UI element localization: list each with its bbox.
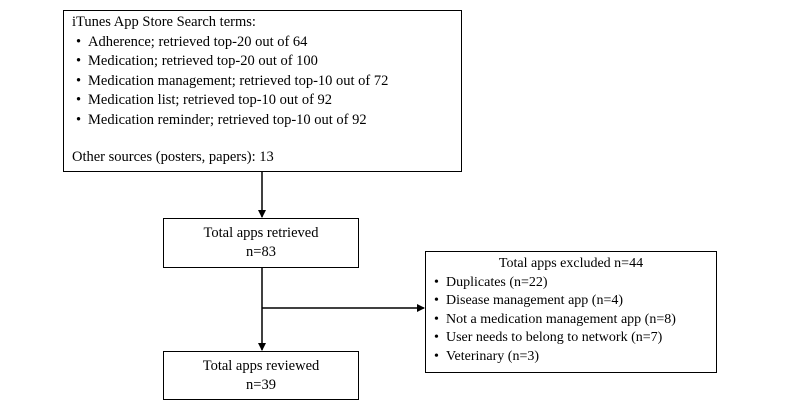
list-item: Not a medication management app (n=8) [434, 311, 716, 330]
list-item: Duplicates (n=22) [434, 274, 716, 293]
list-item: Veterinary (n=3) [434, 348, 716, 367]
list-item: Medication management; retrieved top-10 … [76, 72, 461, 92]
other-sources-text: Other sources (posters, papers): 13 [72, 149, 274, 165]
list-item: Medication list; retrieved top-10 out of… [76, 91, 461, 111]
apps-reviewed-box: Total apps reviewed n=39 [163, 351, 359, 400]
search-terms-title: iTunes App Store Search terms: [72, 14, 256, 30]
apps-reviewed-count: n=39 [246, 377, 276, 393]
search-terms-box: iTunes App Store Search terms: Adherence… [63, 10, 462, 172]
search-terms-list: Adherence; retrieved top-20 out of 64 Me… [76, 33, 461, 131]
apps-retrieved-count: n=83 [246, 244, 276, 260]
list-item: Disease management app (n=4) [434, 292, 716, 311]
apps-excluded-title: Total apps excluded n=44 [498, 256, 644, 271]
apps-retrieved-label: Total apps retrieved [203, 225, 319, 241]
apps-retrieved-box: Total apps retrieved n=83 [163, 218, 359, 268]
list-item: User needs to belong to network (n=7) [434, 329, 716, 348]
list-item: Medication; retrieved top-20 out of 100 [76, 52, 461, 72]
apps-excluded-box: Total apps excluded n=44 Duplicates (n=2… [425, 251, 717, 373]
list-item: Adherence; retrieved top-20 out of 64 [76, 33, 461, 53]
apps-reviewed-label: Total apps reviewed [202, 358, 320, 374]
exclusion-reasons-list: Duplicates (n=22) Disease management app… [434, 274, 716, 367]
list-item: Medication reminder; retrieved top-10 ou… [76, 111, 461, 131]
